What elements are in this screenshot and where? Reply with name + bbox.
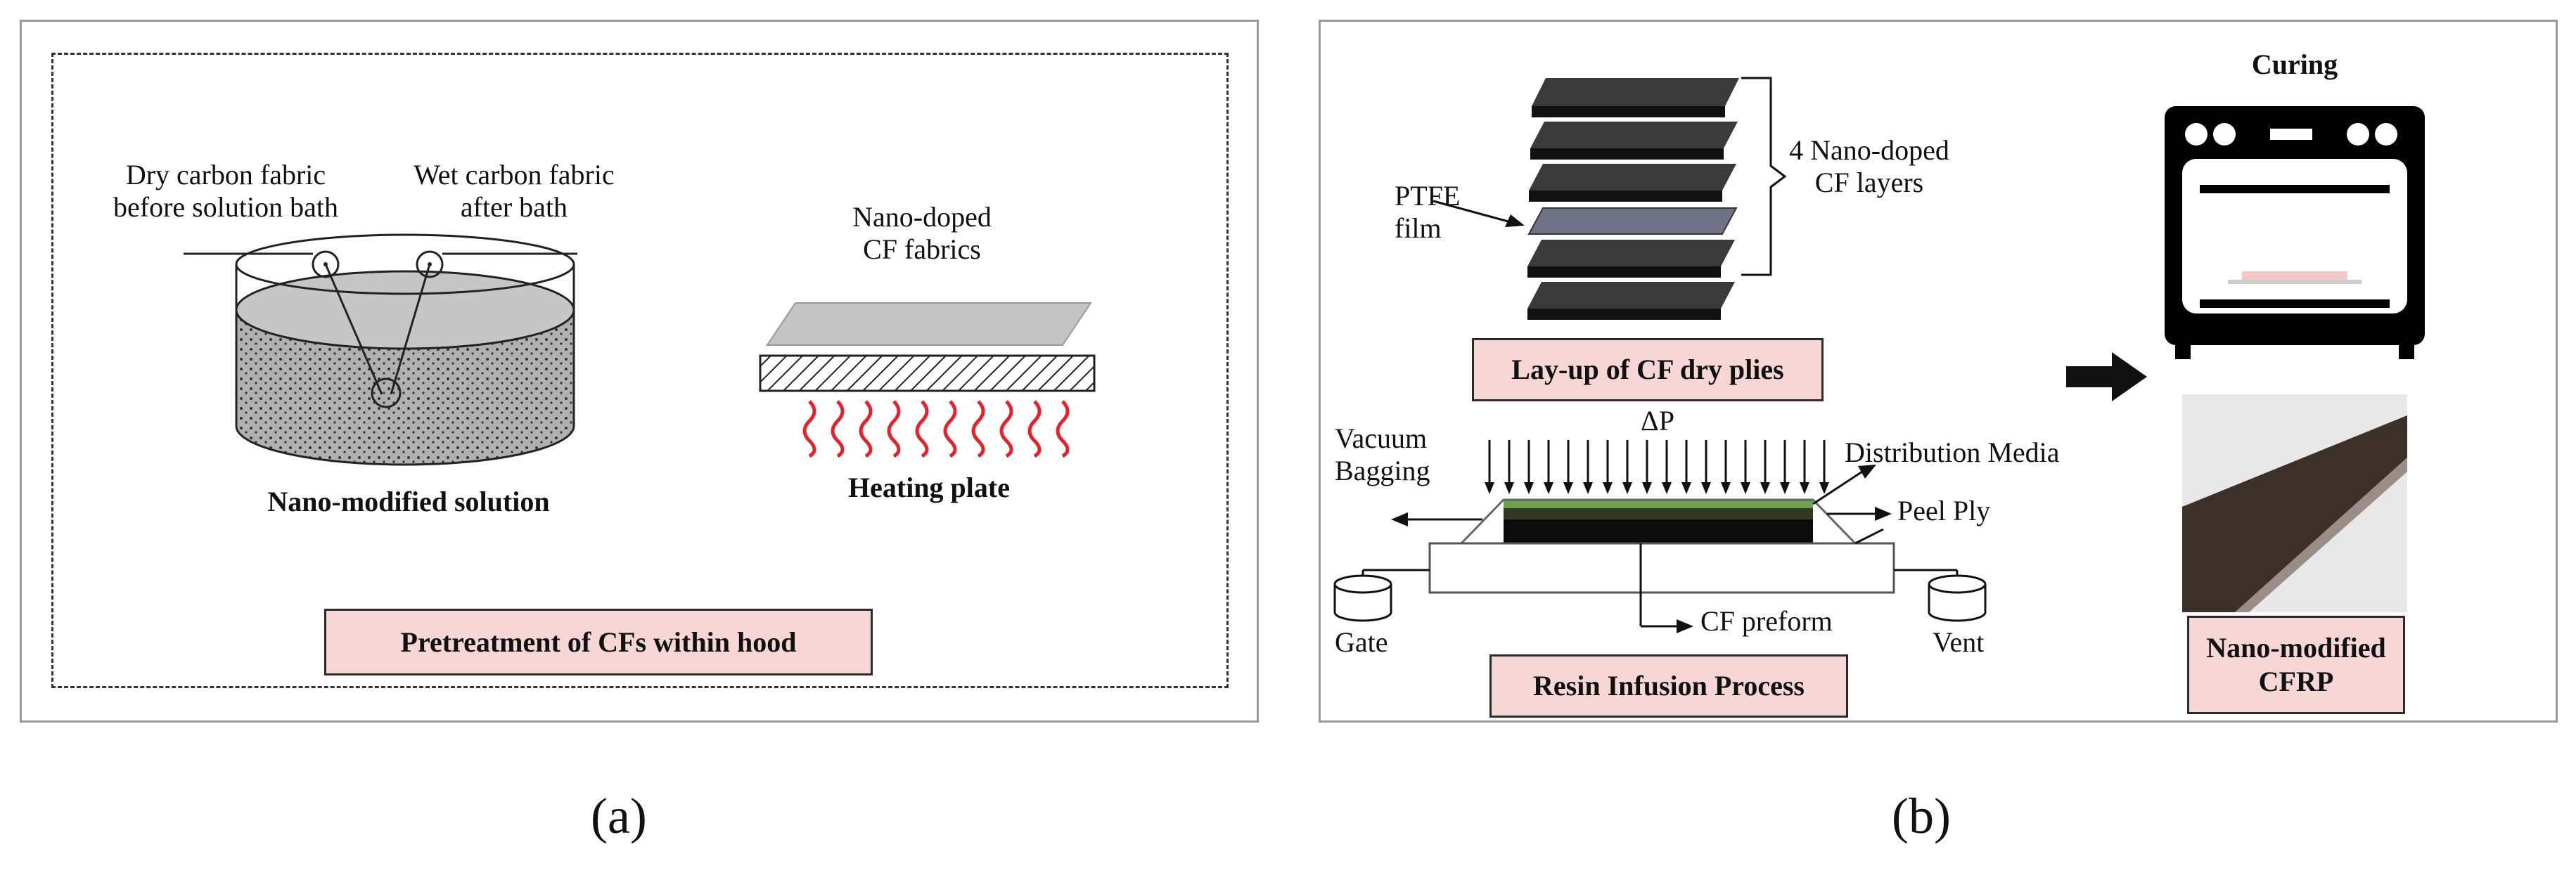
curing-oven-icon xyxy=(2165,106,2425,359)
hood-dashed-border xyxy=(51,53,1229,688)
cfrp-panel-image xyxy=(2182,394,2407,612)
process-diagram xyxy=(1333,77,2425,633)
cf-preform-label: CF preform xyxy=(1700,605,1833,637)
cfrp-box: Nano-modified CFRP xyxy=(2187,616,2405,714)
caption-a: (a) xyxy=(591,788,647,844)
panel-a: Dry carbon fabric before solution bath W… xyxy=(20,20,1259,723)
vent-label: Vent xyxy=(1933,626,1985,658)
heat-waves xyxy=(802,400,1070,458)
panel-b: PTFE film 4 Nano-doped CF layers Lay-up … xyxy=(1319,20,2558,723)
caption-b: (b) xyxy=(1892,788,1951,844)
bath-diagram xyxy=(184,233,1096,466)
layup-box: Lay-up of CF dry plies xyxy=(1472,338,1824,401)
fabric-path xyxy=(184,250,577,408)
cf-layer-stack xyxy=(1527,78,1739,320)
wet-fabric-label: Wet carbon fabric after bath xyxy=(414,159,615,223)
nano-doped-fabric-label: Nano-doped CF fabrics xyxy=(852,201,992,265)
layers-label: 4 Nano-doped CF layers xyxy=(1789,134,1949,198)
gate-label: Gate xyxy=(1335,626,1388,658)
pretreatment-box: Pretreatment of CFs within hood xyxy=(324,609,873,675)
solution-label: Nano-modified solution xyxy=(267,486,550,517)
infusion-schematic xyxy=(1333,440,1987,633)
heating-plate-label: Heating plate xyxy=(848,472,1010,503)
solution-bath xyxy=(235,233,575,466)
roller-dot-left-icon xyxy=(323,262,328,266)
distribution-media-label: Distribution Media xyxy=(1845,436,2060,468)
flow-arrow-icon xyxy=(2066,352,2147,401)
peel-ply-label: Peel Ply xyxy=(1897,495,1991,526)
heating-plate xyxy=(759,354,1096,392)
curing-label: Curing xyxy=(2251,48,2338,80)
ptfe-film xyxy=(1527,207,1738,235)
ptfe-label: PTFE film xyxy=(1395,180,1461,244)
nano-doped-fabric-sheet xyxy=(766,302,1092,346)
roller-dot-right-icon xyxy=(428,262,432,266)
infusion-box: Resin Infusion Process xyxy=(1489,654,1848,718)
delta-p-label: ΔP xyxy=(1641,405,1674,436)
vacuum-bagging-label: Vacuum Bagging xyxy=(1335,422,1430,486)
dry-fabric-label: Dry carbon fabric before solution bath xyxy=(113,159,338,223)
